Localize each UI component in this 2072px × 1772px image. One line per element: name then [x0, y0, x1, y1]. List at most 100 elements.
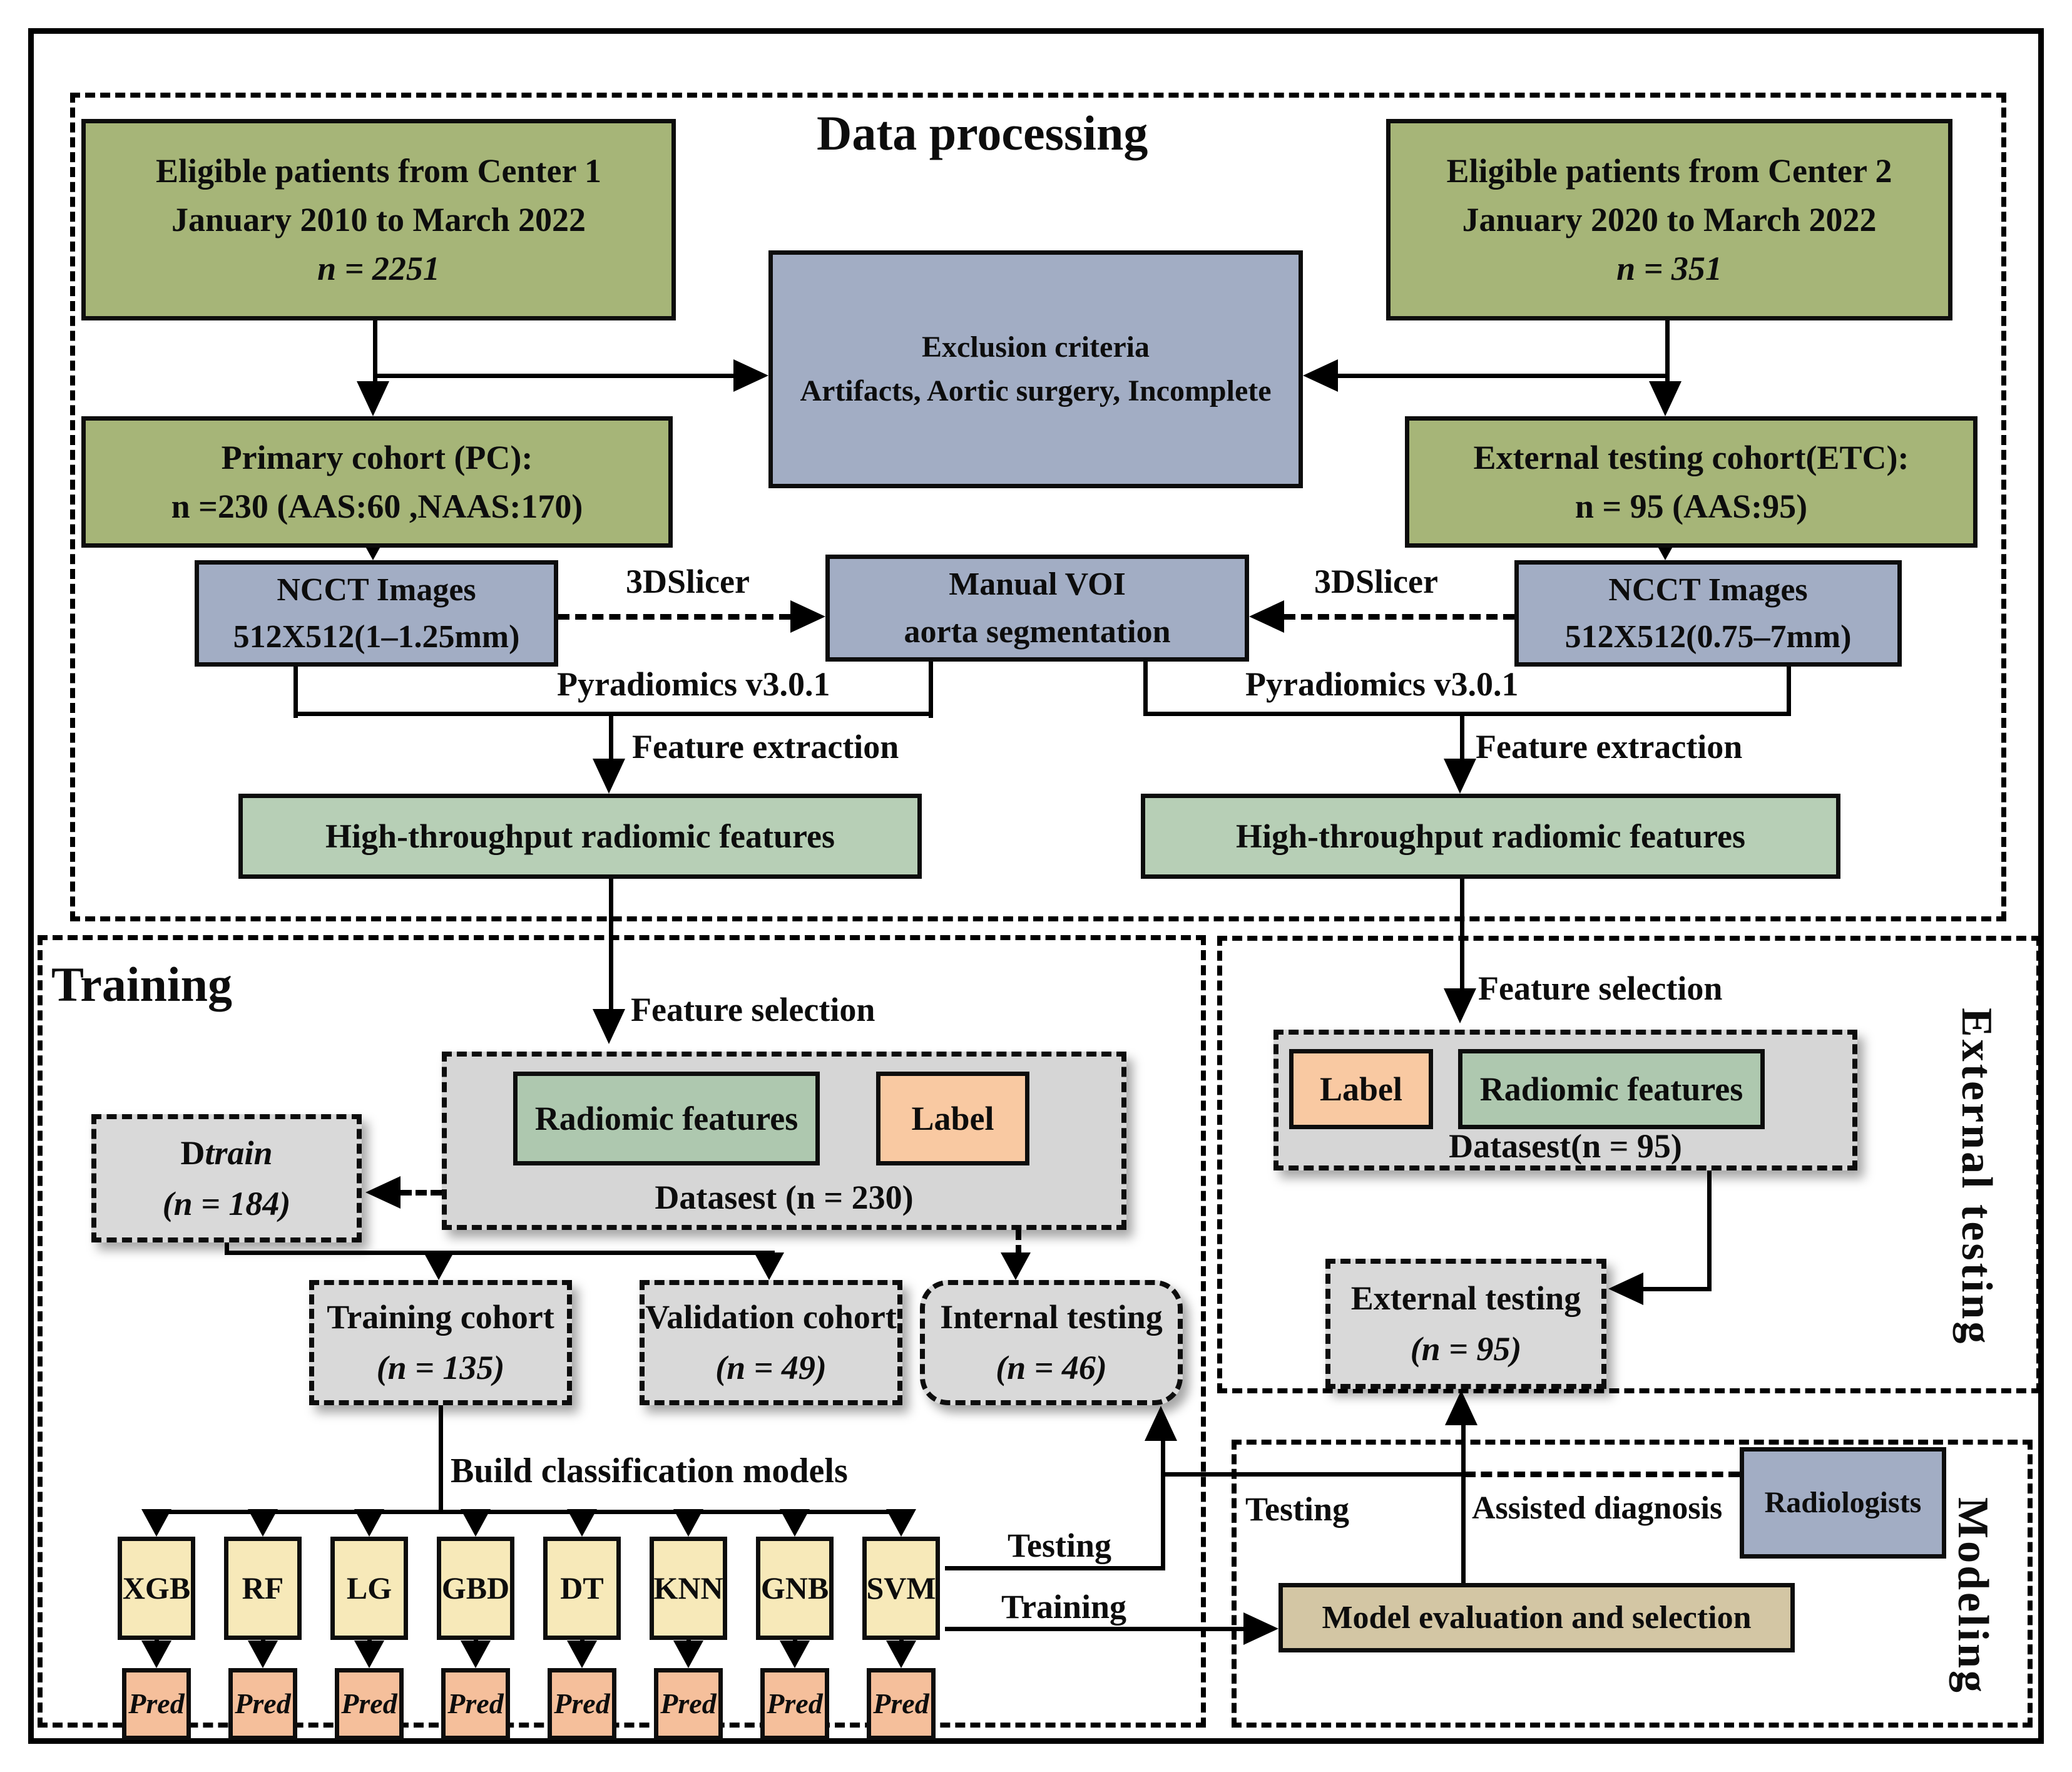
dtrain-prefix: D: [180, 1134, 205, 1172]
ncct-right-line1: NCCT Images: [1608, 571, 1808, 608]
model-label: DT: [560, 1570, 604, 1606]
internal-split-dashed-line: [1016, 1230, 1021, 1255]
connector-line: [1143, 712, 1790, 716]
feature-selection-left-label: Feature selection: [631, 991, 875, 1028]
connector-line: [439, 1405, 443, 1512]
exclusion-line1: Exclusion criteria: [922, 330, 1150, 364]
ncct-left-line2: 512X512(1–1.25mm): [233, 619, 520, 655]
model-label: RF: [242, 1570, 284, 1606]
connector-line: [1163, 1472, 1464, 1477]
arrowhead-down: [673, 1641, 703, 1668]
center1-box: Eligible patients from Center 1 January …: [81, 119, 676, 320]
model-label: KNN: [653, 1570, 723, 1606]
assisted-diagnosis-dashed-line: [1464, 1472, 1740, 1477]
slicer-right-label: 3DSlicer: [1314, 563, 1438, 600]
model-label: LG: [346, 1570, 392, 1606]
connector-line: [1665, 320, 1670, 395]
arrowhead-down: [780, 1641, 810, 1668]
label-ext-box: Label: [1289, 1049, 1433, 1129]
connector-line: [155, 1510, 905, 1514]
slicer-left-label: 3DSlicer: [626, 563, 750, 600]
arrowhead-left: [1249, 600, 1284, 633]
feature-selection-right-label: Feature selection: [1478, 970, 1723, 1007]
arrowhead-down: [424, 1252, 454, 1280]
connector-line: [609, 879, 613, 1011]
connector-line: [293, 667, 298, 718]
primary-cohort-line1: Primary cohort (PC):: [221, 438, 533, 476]
primary-cohort-box: Primary cohort (PC): n =230 (AAS:60 ,NAA…: [81, 416, 673, 548]
data-processing-panel: [70, 93, 2006, 921]
pred-label: Pred: [128, 1687, 185, 1720]
model-box-dt: DT: [543, 1537, 621, 1640]
radiomic-features-train-box: Radiomic features: [513, 1072, 820, 1165]
connector-line: [1707, 1170, 1712, 1291]
pred-box: Pred: [760, 1668, 829, 1740]
arrowhead-down: [141, 1641, 171, 1668]
arrowhead-down: [461, 1641, 491, 1668]
dataset-ext-caption: Datasest(n = 95): [1449, 1127, 1682, 1165]
testing-internal-label: Testing: [1008, 1527, 1112, 1564]
voi-line2: aorta segmentation: [904, 613, 1171, 650]
feature-extraction-right-label: Feature extraction: [1476, 728, 1743, 766]
model-label: SVM: [866, 1570, 936, 1606]
center1-line2: January 2010 to March 2022: [171, 200, 586, 238]
dtrain-box: Dtrain (n = 184): [91, 1114, 362, 1242]
arrowhead-down: [780, 1509, 810, 1537]
ht-left-box: High-throughput radiomic features: [238, 794, 922, 879]
radiologists-label: Radiologists: [1764, 1486, 1922, 1520]
center2-line3: n = 351: [1616, 250, 1722, 288]
training-cohort-line1: Training cohort: [327, 1298, 554, 1336]
connector-line: [1143, 662, 1148, 716]
validation-cohort-box: Validation cohort (n = 49): [640, 1280, 902, 1405]
radiologists-box: Radiologists: [1740, 1447, 1946, 1559]
external-testing-title: External testing: [1952, 1007, 2001, 1346]
outer-border: [28, 28, 2044, 1744]
ncct-right-line2: 512X512(0.75–7mm): [1564, 619, 1852, 655]
model-box-xgb: XGB: [118, 1537, 195, 1640]
arrowhead-down: [673, 1509, 703, 1537]
pred-box: Pred: [228, 1668, 297, 1740]
model-box-knn: KNN: [650, 1537, 727, 1640]
arrowhead-right: [1243, 1612, 1278, 1645]
ncct-left-line1: NCCT Images: [277, 571, 476, 608]
voi-line1: Manual VOI: [949, 566, 1126, 603]
pyradiomics-right-label: Pyradiomics v3.0.1: [1245, 665, 1519, 703]
arrowhead-down: [886, 1641, 916, 1668]
data-processing-title: Data processing: [817, 106, 1148, 160]
pred-label: Pred: [235, 1687, 291, 1720]
internal-testing-line1: Internal testing: [940, 1298, 1163, 1336]
arrowhead-left: [1608, 1273, 1643, 1305]
center2-box: Eligible patients from Center 2 January …: [1386, 119, 1952, 320]
pred-box: Pred: [654, 1668, 723, 1740]
training-cohort-box: Training cohort (n = 135): [309, 1280, 572, 1405]
arrowhead-down: [248, 1641, 278, 1668]
dtrain-line1: Dtrain: [180, 1128, 272, 1179]
pred-box: Pred: [548, 1668, 616, 1740]
model-box-gnb: GNB: [756, 1537, 834, 1640]
pred-label: Pred: [341, 1687, 397, 1720]
training-title: Training: [51, 957, 232, 1011]
external-cohort-line2: n = 95 (AAS:95): [1574, 488, 1808, 525]
dtrain-line2: (n = 184): [162, 1184, 291, 1222]
exclusion-box: Exclusion criteria Artifacts, Aortic sur…: [768, 250, 1303, 488]
connector-line: [929, 662, 933, 718]
slicer-right-dashed-line: [1284, 614, 1514, 620]
connector-line: [945, 1566, 1163, 1570]
arrowhead-left: [365, 1176, 401, 1209]
training-internal-label: Training: [1001, 1588, 1127, 1626]
testing-modeling-label: Testing: [1245, 1490, 1350, 1528]
arrowhead-down: [1444, 988, 1476, 1023]
pred-label: Pred: [873, 1687, 929, 1720]
dtrain-word: train: [205, 1134, 273, 1172]
radiomic-features-ext-box: Radiomic features: [1458, 1049, 1765, 1129]
external-testing-panel: [1217, 936, 2041, 1393]
internal-testing-box: Internal testing (n = 46): [920, 1280, 1183, 1405]
validation-cohort-line2: (n = 49): [715, 1349, 827, 1386]
pred-box: Pred: [122, 1668, 191, 1740]
label-ext-text: Label: [1319, 1070, 1403, 1108]
center1-line3: n = 2251: [317, 250, 440, 288]
external-testing-line2: (n = 95): [1410, 1330, 1522, 1368]
model-box-svm: SVM: [862, 1537, 940, 1640]
connector-line: [1338, 374, 1667, 378]
